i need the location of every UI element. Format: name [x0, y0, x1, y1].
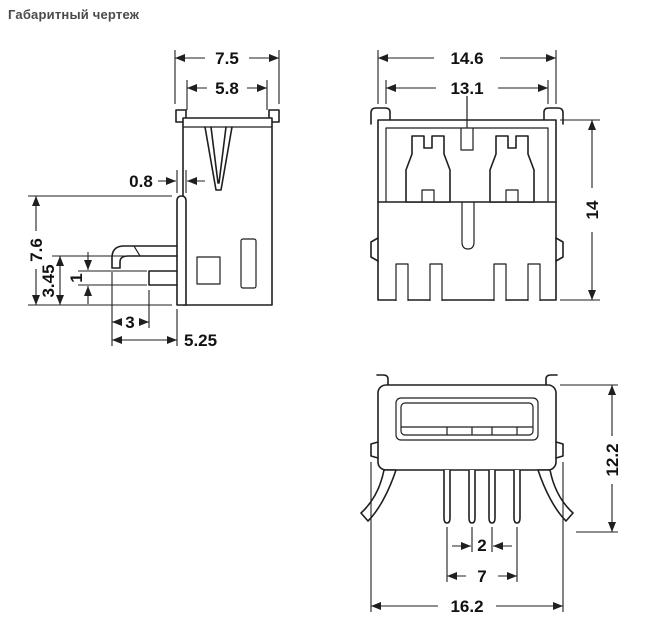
- dim-label-1: 1: [67, 273, 86, 282]
- dim-label-7: 7: [477, 567, 486, 586]
- side-latch-inner: [210, 126, 227, 184]
- dim-label-14-6: 14.6: [450, 49, 483, 68]
- dim-side-pin-inset: 3: [111, 272, 150, 346]
- plug-face-view: [360, 374, 574, 524]
- dim-side-wall-thickness: 0.8: [129, 170, 205, 193]
- front-slot-cut: [494, 264, 506, 302]
- face-pin-4: [513, 470, 521, 524]
- face-opening-outer: [395, 397, 539, 441]
- face-mount-leg-right: [537, 469, 574, 522]
- side-top-left-tab: [175, 109, 187, 123]
- dim-side-lead-length: 5.25: [112, 309, 217, 350]
- dim-label-13-1: 13.1: [450, 79, 483, 98]
- side-view: [111, 109, 280, 306]
- front-slot-cut: [430, 264, 442, 302]
- dim-front-height: 14: [560, 119, 602, 301]
- face-pin-2: [468, 470, 476, 524]
- front-seam: [460, 128, 474, 151]
- front-slot-cut: [528, 264, 540, 302]
- face-opening-inner: [400, 402, 534, 436]
- side-slot-tall: [240, 238, 257, 289]
- dim-label-16-2: 16.2: [450, 597, 483, 616]
- dim-side-bracket-height: 7.6: [27, 195, 172, 306]
- front-bottom-slot: [493, 263, 507, 301]
- dim-label-7-5: 7.5: [215, 49, 239, 68]
- face-pin-1: [443, 470, 451, 524]
- front-top-right-tab: [543, 107, 564, 125]
- dim-label-2: 2: [477, 536, 486, 555]
- front-spring-notch-left: [421, 189, 435, 202]
- face-side-tab-right: [555, 441, 564, 459]
- side-latch-outer: [204, 126, 233, 191]
- front-side-bump-left: [370, 237, 379, 262]
- dim-label-5-8: 5.8: [215, 79, 239, 98]
- side-body-outline: [182, 117, 273, 306]
- side-upper-lead: [111, 245, 178, 269]
- dim-front-overall-width: 14.6: [377, 49, 557, 104]
- dim-face-height: 12.2: [560, 384, 622, 533]
- dim-label-3: 3: [125, 313, 134, 332]
- dim-side-pin-thickness: 1: [67, 252, 147, 304]
- face-side-tab-left: [370, 441, 379, 459]
- dim-label-14: 14: [583, 200, 602, 219]
- dim-side-overall-width: 7.5: [174, 49, 280, 104]
- dim-front-shell-width: 13.1: [385, 79, 549, 104]
- side-lead-bend-mark: [133, 245, 141, 257]
- side-slot-small: [196, 256, 221, 285]
- front-slot-cut: [396, 264, 408, 302]
- dim-label-5-25: 5.25: [184, 331, 217, 350]
- front-contact-spring-left: [405, 135, 451, 203]
- front-view: [370, 96, 564, 302]
- face-pin-3: [488, 470, 496, 524]
- face-top-left-tab: [376, 374, 389, 387]
- side-bracket: [176, 195, 187, 306]
- side-top-right-tab: [268, 109, 280, 123]
- dim-label-0-8: 0.8: [129, 172, 153, 191]
- page-title: Габаритный чертеж: [8, 7, 140, 22]
- dim-side-body-width: 5.8: [186, 79, 268, 110]
- front-spring-notch-right: [505, 189, 519, 202]
- face-mount-leg-left: [360, 469, 397, 522]
- front-bottom-slot: [429, 263, 443, 301]
- dim-face-pin-pitch: 2: [452, 527, 512, 555]
- face-top-right-tab: [545, 374, 558, 387]
- dim-label-7-6: 7.6: [27, 238, 46, 262]
- side-lower-pin: [148, 270, 178, 286]
- dim-label-3-45: 3.45: [39, 264, 58, 297]
- dim-label-12-2: 12.2: [603, 443, 622, 476]
- front-bottom-slot: [395, 263, 409, 301]
- front-bottom-slot: [527, 263, 541, 301]
- front-side-bump-right: [555, 237, 564, 262]
- front-center-slot: [461, 202, 475, 250]
- front-top-left-tab: [370, 107, 391, 125]
- dim-face-pin-row-span: 7: [446, 527, 518, 586]
- front-contact-spring-right: [489, 135, 535, 203]
- dim-face-overall-width: 16.2: [370, 462, 564, 616]
